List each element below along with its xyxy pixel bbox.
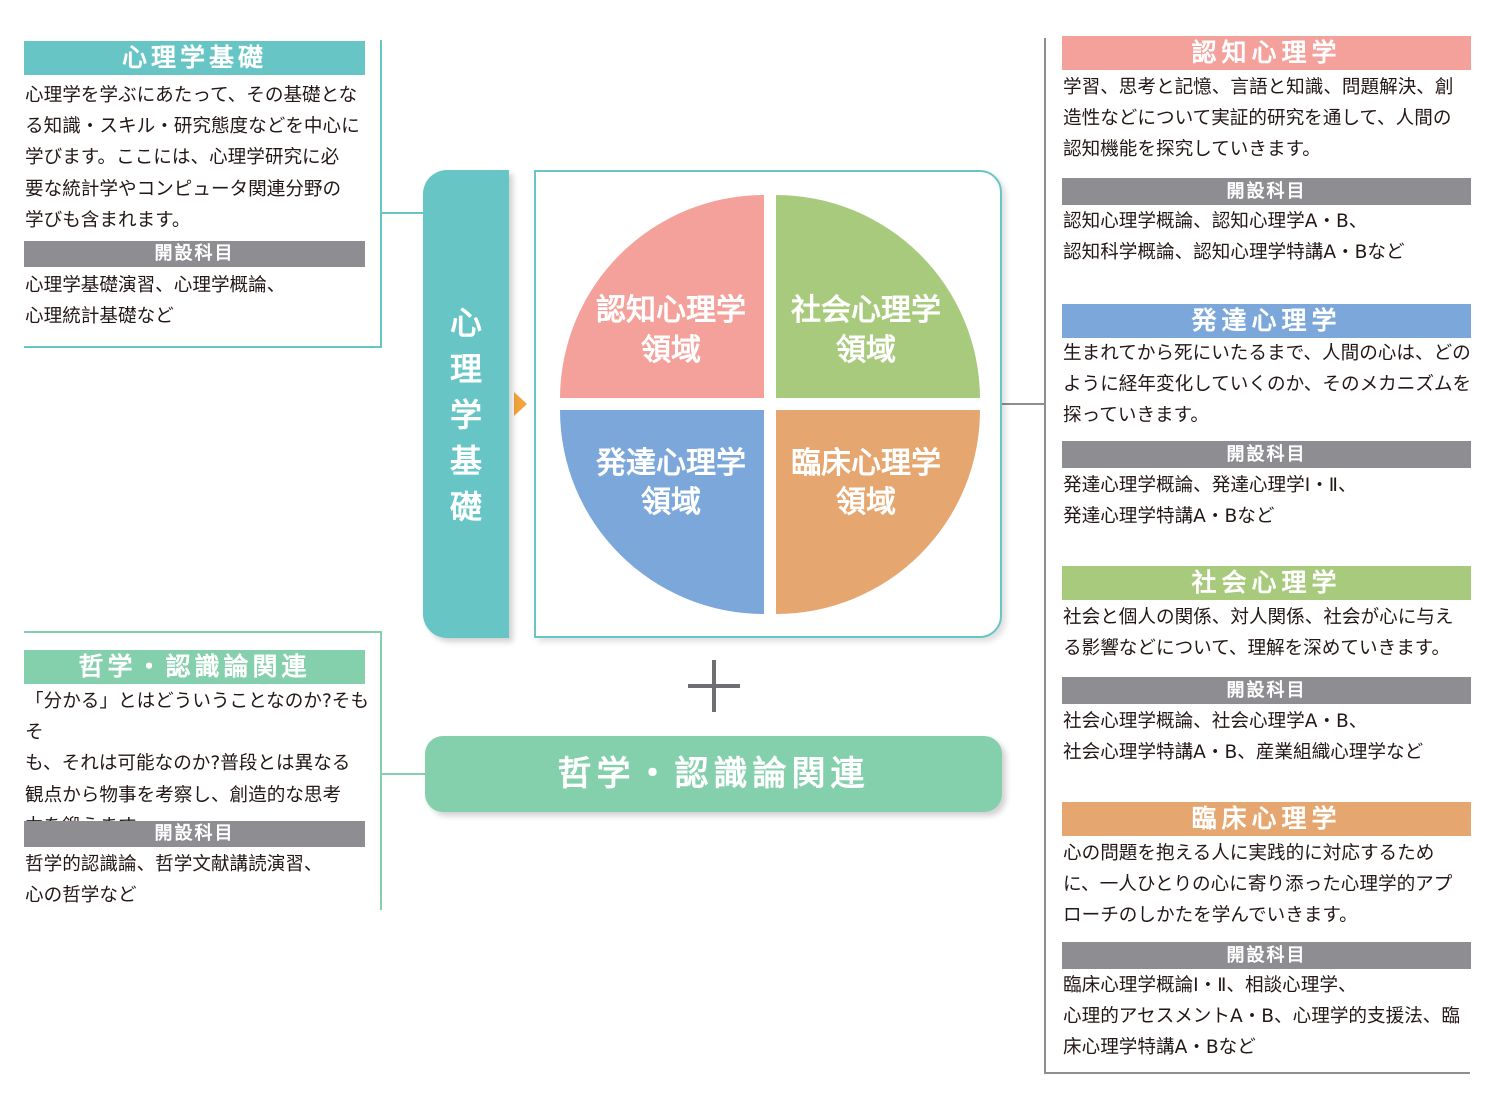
- developmental-description: 生まれてから死にいたるまで、人間の心は、どの ように経年変化していくのか、そのメ…: [1063, 343, 1472, 427]
- quadrant-social-label-2: 領域: [836, 333, 896, 368]
- cognitive-title: 認知心理学: [1062, 36, 1471, 70]
- social-description: 社会と個人の関係、対人関係、社会が心に与え る影響などについて、理解を深めていき…: [1063, 607, 1454, 660]
- basics-vertical-label: 心 理 学 基 礎: [449, 304, 482, 526]
- cognitive-description: 学習、思考と記憶、言語と知識、問題解決、創 造性などについて実証的研究を通して、…: [1063, 77, 1454, 161]
- right-bracket-line: [1044, 38, 1470, 1074]
- philosophy-courses-header: 開設科目: [24, 821, 365, 847]
- quadrant-clinical-label-1: 臨床心理学: [791, 446, 941, 481]
- social-courses-header: 開設科目: [1062, 677, 1471, 704]
- clinical-courses-header: 開設科目: [1062, 942, 1471, 969]
- basics-vertical-bar: 心 理 学 基 礎: [423, 170, 509, 638]
- quadrant-developmental: [560, 410, 764, 614]
- basics-description: 心理学を学ぶにあたって、その基礎とな る知識・スキル・研究態度などを中心に 学び…: [25, 85, 360, 231]
- developmental-title: 発達心理学: [1062, 304, 1471, 338]
- basics-courses: 心理学基礎演習、心理学概論、 心理統計基礎など: [25, 275, 286, 328]
- developmental-courses: 発達心理学概論、発達心理学Ⅰ・Ⅱ、 発達心理学特講A・Bなど: [1063, 475, 1357, 528]
- philosophy-bracket-line: [24, 631, 382, 910]
- quadrant-clinical: [776, 410, 980, 614]
- quadrant-developmental-label-2: 領域: [641, 485, 701, 520]
- quadrant-social-label-1: 社会心理学: [791, 293, 941, 328]
- basics-bracket-line: [24, 40, 382, 348]
- quadrant-cognitive: [560, 195, 764, 398]
- quadrant-developmental-label-1: 発達心理学: [595, 446, 746, 481]
- quadrant-cognitive-label-1: 認知心理学: [596, 293, 746, 328]
- arrow-icon: [514, 392, 527, 416]
- quadrant-social: [776, 194, 980, 398]
- quadrant-cognitive-label-2: 領域: [641, 333, 701, 368]
- cognitive-courses-header: 開設科目: [1062, 178, 1471, 205]
- clinical-description: 心の問題を抱える人に実践的に対応するため に、一人ひとりの心に寄り添った心理学的…: [1063, 843, 1453, 927]
- philosophy-title: 哲学・認識論関連: [24, 650, 365, 684]
- social-title: 社会心理学: [1062, 566, 1471, 600]
- philosophy-bottom-bar: 哲学・認識論関連: [425, 736, 1002, 812]
- plus-icon: [688, 660, 740, 712]
- philosophy-courses: 哲学的認識論、哲学文献講読演習、 心の哲学など: [25, 854, 323, 907]
- clinical-courses: 臨床心理学概論Ⅰ・Ⅱ、相談心理学、 心理的アセスメントA・B、心理学的支援法、臨…: [1063, 975, 1460, 1059]
- basics-title: 心理学基礎: [24, 41, 365, 75]
- developmental-courses-header: 開設科目: [1062, 441, 1471, 468]
- cognitive-courses: 認知心理学概論、認知心理学A・B、 認知科学概論、認知心理学特講A・Bなど: [1063, 211, 1405, 264]
- quadrant-clinical-label-2: 領域: [836, 485, 896, 520]
- domains-frame: [534, 170, 1002, 638]
- social-courses: 社会心理学概論、社会心理学A・B、 社会心理学特講A・B、産業組織心理学など: [1063, 711, 1424, 764]
- clinical-title: 臨床心理学: [1062, 802, 1471, 836]
- basics-courses-header: 開設科目: [24, 241, 365, 267]
